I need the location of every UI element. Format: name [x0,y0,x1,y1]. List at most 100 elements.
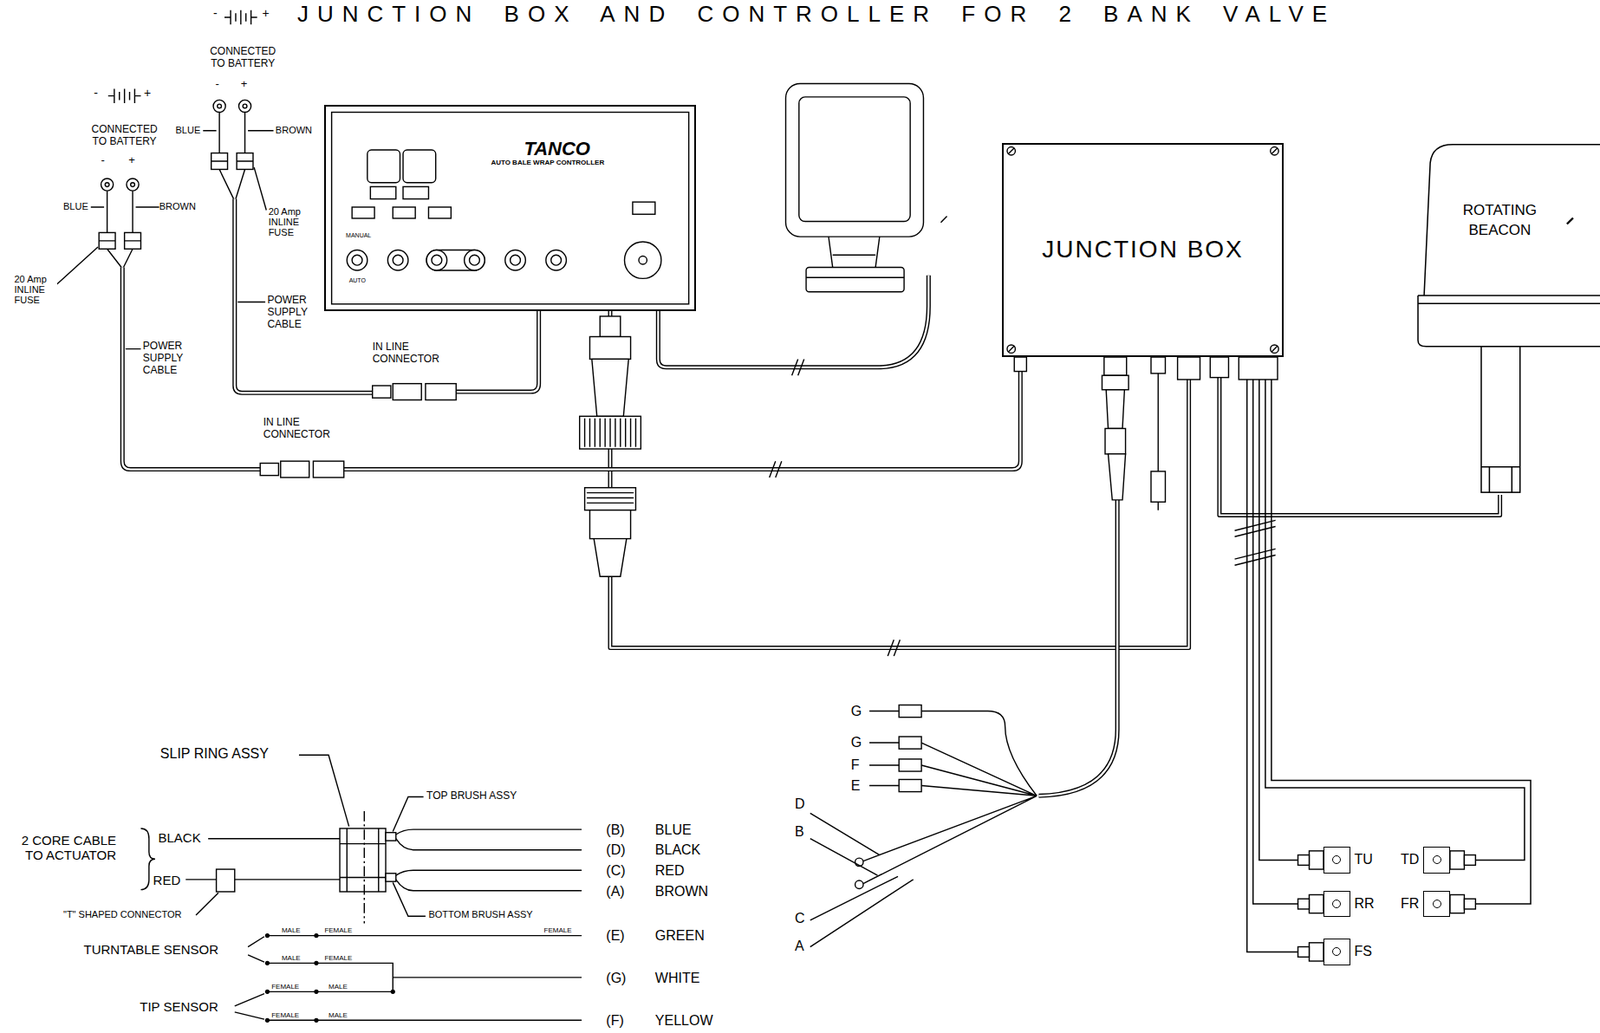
wire-harness [898,705,922,718]
battery-lead [211,160,254,162]
wiring-label: AUTO [349,277,366,284]
wiring-label: 20 Amp INLINE FUSE [13,273,58,306]
sensor-wiring [234,933,582,1023]
cable-outline [1219,357,1501,516]
beacon-stem-detail [1481,467,1521,493]
beacon-stem [1481,346,1521,493]
valve-plug [1308,851,1323,870]
node-label: RR [1354,896,1375,912]
wiring-label: BROWN [275,124,313,136]
battery-lead [238,99,251,112]
controller-face [426,249,485,271]
battery-lead [101,178,114,191]
slip-ring [385,873,397,882]
cable-break [887,639,900,657]
wire-line [1247,357,1324,952]
wiring-label: A [794,938,805,955]
wiring-label: B [794,824,805,840]
controller-face [346,249,368,271]
controller-face [431,254,443,266]
monitor [799,97,911,222]
junction-box-fittings [1104,357,1127,376]
inline-connector [425,383,456,401]
wire-line [1253,357,1324,905]
wiring-label: + [240,77,248,91]
sensor-wiring [234,936,265,1020]
wiring-label: SLIP RING ASSY [160,746,269,762]
monitor [806,266,905,292]
wiring-label: TOP BRUSH ASSY [426,789,517,802]
power-cable [122,266,261,469]
inline-connector [280,461,310,478]
valve-plug [1298,898,1310,910]
multi-pin-plug [599,316,621,338]
multi-pin-plug [591,358,629,417]
wire-harness [898,736,922,749]
sensor-wiring [390,989,396,995]
leader-line [202,130,274,303]
multi-pin-plug [585,487,637,511]
wiring-label: (C) [605,863,625,879]
controller-face [428,207,451,219]
wire-line [1259,357,1324,861]
slip-ring [185,839,340,880]
valve-connector: TU [1323,846,1351,874]
wiring-label: MALE [281,926,301,935]
sensor-wiring [265,1018,270,1023]
wire-harness [810,813,914,947]
wire-harness [810,705,1037,948]
leader-line [52,207,159,350]
power-cable [234,199,373,394]
cable-core [1219,357,1501,516]
node-label: TD [1400,852,1419,868]
cable-break [792,358,805,376]
cable-break [769,358,1276,657]
node-label: FR [1400,896,1419,912]
controller-face [546,249,567,271]
valve-plug [1450,851,1464,870]
wire-connector [1253,357,1324,905]
controller-face [403,149,436,183]
wiring-label: BOTTOM BRUSH ASSY [428,909,533,920]
wire-harness [863,742,1037,884]
junction-box-fittings [1014,357,1027,371]
wiring-label: 20 Amp INLINE FUSE [268,206,313,238]
junction-box-fittings [1101,375,1129,390]
wiring-label: BROWN [655,884,709,900]
inline-connector [260,383,456,478]
monitor [806,216,947,279]
monitor [828,236,880,267]
battery-lead [213,99,226,112]
sensor-wiring [265,933,270,938]
connector-pin [1332,855,1341,865]
valve-plug [1308,894,1323,913]
cable-break [1235,520,1276,537]
valve-connector: TD [1423,846,1451,874]
beacon-mark [1567,218,1574,225]
multi-pin-plug [589,337,631,360]
controller-face [426,249,448,271]
wiring-label: - [101,153,105,167]
cable-connector [1219,357,1501,516]
connector-pin [1432,855,1442,865]
controller-face [331,112,690,305]
wiring-label: (D) [605,842,625,859]
junction-box-fittings [1105,390,1125,430]
slip-ring [385,832,397,841]
wiring-label: F [851,757,860,774]
power-cable [344,371,1022,470]
wire-harness [855,880,864,889]
slip-ring [339,828,386,892]
controller-face [392,207,416,219]
multi-pin-plug [579,316,642,577]
wire-harness [898,779,922,792]
power-cable [455,311,539,392]
wiring-label: G [851,703,862,720]
sensor-wiring [313,989,319,995]
wiring-label: - [214,77,219,91]
beacon-outline [1417,140,1600,495]
controller-face [403,186,429,199]
cable-break [769,461,782,478]
valve-plug [1450,894,1464,913]
